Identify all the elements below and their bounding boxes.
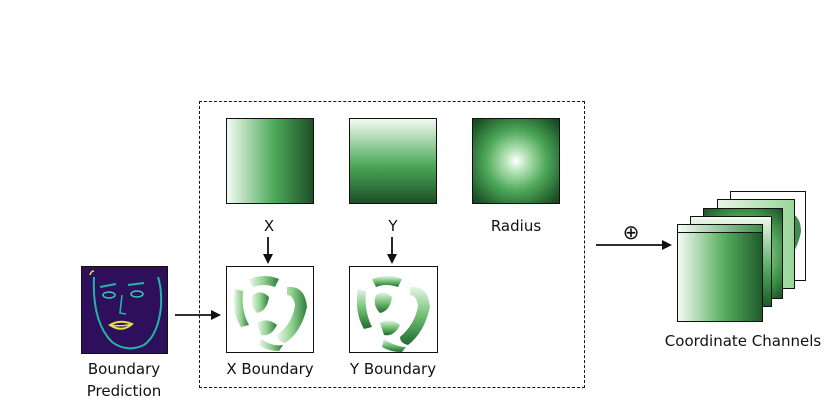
x-boundary-label: X Boundary: [226, 360, 314, 378]
radius-label: Radius: [490, 217, 542, 235]
y-coordinate-map: [349, 118, 437, 204]
boundary-prediction-label-2: Prediction: [86, 382, 162, 400]
y-boundary-image: [349, 266, 438, 353]
coordinate-channels-label: Coordinate Channels: [664, 332, 822, 350]
coordinate-module-box: [199, 101, 585, 388]
x-boundary-image: [226, 266, 314, 353]
concat-symbol: ⊕: [622, 220, 640, 244]
y-boundary-label: Y Boundary: [349, 360, 437, 378]
x-label: X: [263, 217, 275, 235]
y-label: Y: [388, 217, 398, 235]
boundary-prediction-label-1: Boundary: [87, 360, 161, 378]
boundary-prediction-image: [81, 266, 168, 354]
face-boundary-icon: [89, 270, 163, 350]
x-coordinate-map: [226, 118, 314, 204]
channel-layer-1: [677, 232, 763, 322]
radius-coordinate-map: [472, 118, 560, 204]
